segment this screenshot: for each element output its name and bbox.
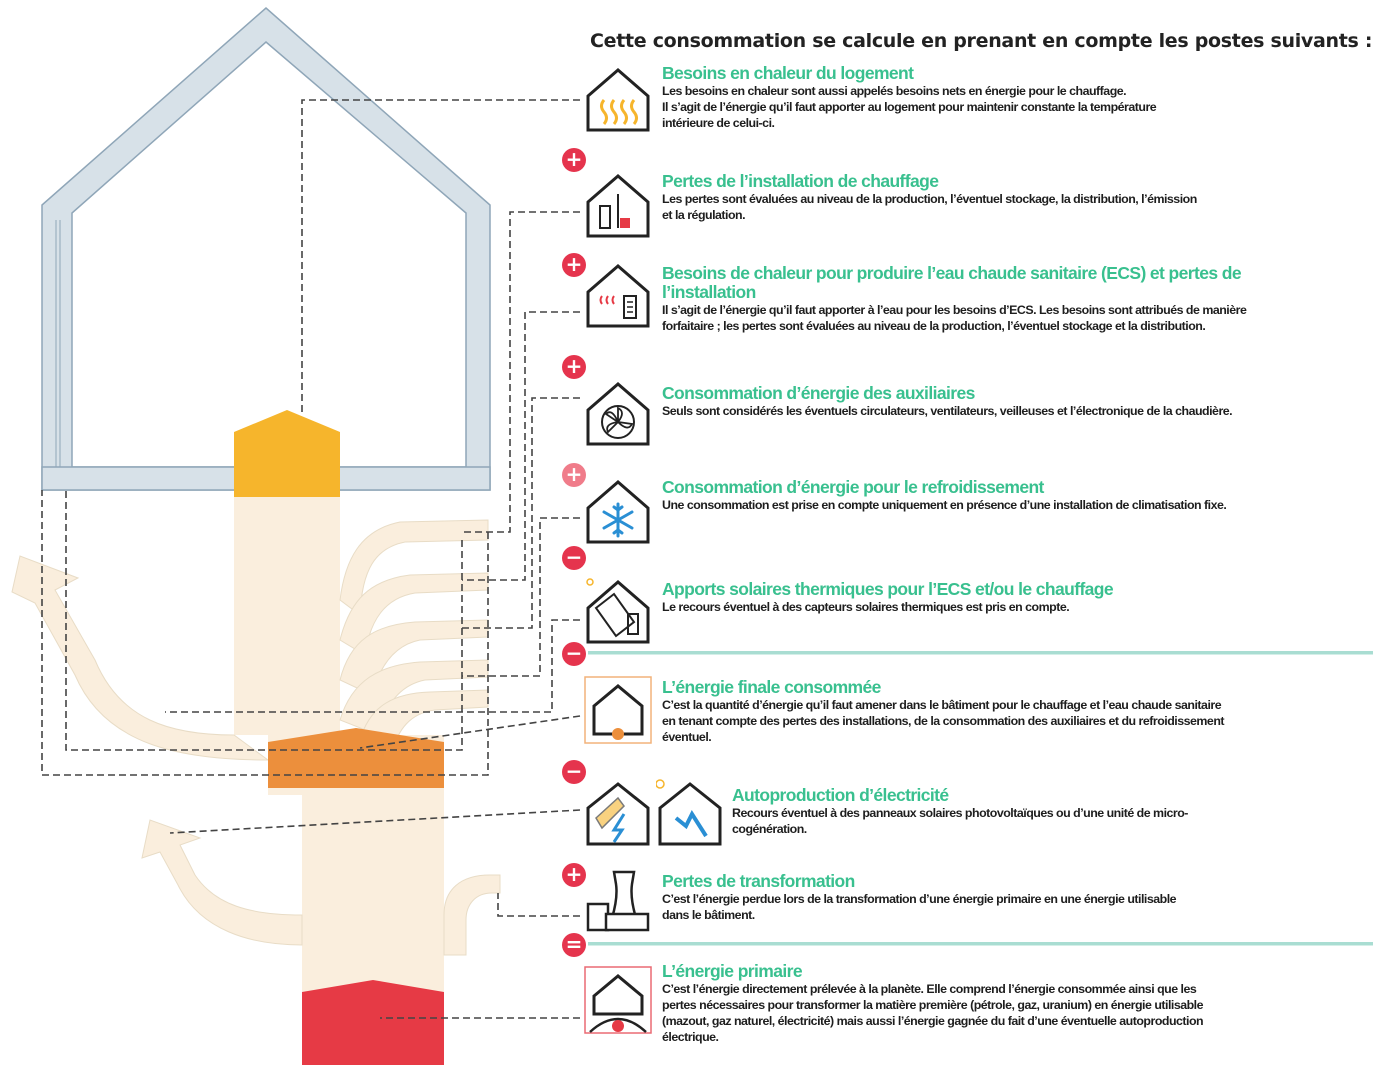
item-title: Besoins en chaleur du logement <box>662 63 914 83</box>
item-title: Besoins de chaleur pour produire l’eau c… <box>662 263 1242 283</box>
item-solar-thermal: Apports solaires thermiques pour l’ECS e… <box>662 580 1374 615</box>
house-snowflake-icon <box>586 480 650 544</box>
plus-operator: + <box>562 463 586 487</box>
item-desc-line: C’est l’énergie perdue lors de la transf… <box>662 892 1177 906</box>
item-desc-line: C’est l’énergie directement prélevée à l… <box>662 982 1197 996</box>
item-desc-line: intérieure de celui-ci. <box>662 116 775 130</box>
item-final-energy: L’énergie finale consommée C’est la quan… <box>662 678 1374 745</box>
plus-operator: + <box>562 253 586 277</box>
house-photovoltaic-icon <box>586 782 650 846</box>
plus-operator: + <box>562 355 586 379</box>
item-title: Consommation d’énergie pour le refroidis… <box>662 477 1044 497</box>
item-desc-line: Seuls sont considérés les éventuels circ… <box>662 404 1233 418</box>
item-desc-line: cogénération. <box>732 822 807 836</box>
item-heating-losses: Pertes de l’installation de chauffage Le… <box>662 172 1362 223</box>
intro-heading: Cette consommation se calcule en prenant… <box>590 30 1373 52</box>
item-title-cont: l’installation <box>662 282 756 302</box>
item-desc-line: forfaitaire ; les pertes sont évaluées a… <box>662 319 1206 333</box>
item-auxiliaries: Consommation d’énergie des auxiliaires S… <box>662 384 1374 419</box>
item-title: Autoproduction d’électricité <box>732 785 949 805</box>
house-primary-energy-icon <box>584 966 652 1034</box>
item-title: Apports solaires thermiques pour l’ECS e… <box>662 579 1114 599</box>
item-heat-needs: Besoins en chaleur du logement Les besoi… <box>662 64 1362 131</box>
plus-operator: + <box>562 863 586 887</box>
house-heat-waves-icon <box>586 68 650 132</box>
minus-operator: − <box>562 760 586 784</box>
house-final-energy-icon <box>584 676 652 744</box>
item-title: L’énergie primaire <box>662 961 803 981</box>
item-desc-line: en tenant compte des pertes des installa… <box>662 714 1225 728</box>
leader-lines <box>41 99 581 1019</box>
item-desc-line: Il s’agit de l’énergie qu’il faut apport… <box>662 303 1247 317</box>
item-desc-line: et la régulation. <box>662 208 746 222</box>
item-cooling: Consommation d’énergie pour le refroidis… <box>662 478 1374 513</box>
item-title: Pertes de transformation <box>662 871 855 891</box>
house-hot-water-icon <box>586 264 650 328</box>
item-title: Pertes de l’installation de chauffage <box>662 171 939 191</box>
house-outline <box>41 7 491 491</box>
item-hot-water: Besoins de chaleur pour produire l’eau c… <box>662 264 1374 334</box>
item-desc-line: éventuel. <box>662 730 712 744</box>
item-desc-line: Une consommation est prise en compte uni… <box>662 498 1227 512</box>
power-plant-icon <box>586 870 650 932</box>
item-desc-line: pertes nécessaires pour transformer la m… <box>662 998 1204 1012</box>
equals-rule <box>588 651 1373 655</box>
house-photovoltaic-icon <box>656 779 722 846</box>
item-desc-line: Le recours éventuel à des capteurs solai… <box>662 600 1070 614</box>
item-title: L’énergie finale consommée <box>662 677 881 697</box>
item-primary-energy: L’énergie primaire C’est l’énergie direc… <box>662 962 1374 1045</box>
house-heating-installation-icon <box>586 174 650 238</box>
item-desc-line: Recours éventuel à des panneaux solaires… <box>732 806 1188 820</box>
item-title: Consommation d’énergie des auxiliaires <box>662 383 975 403</box>
energy-flow <box>11 410 501 1065</box>
minus-operator: = <box>562 933 586 957</box>
minus-operator: − <box>562 546 586 570</box>
item-desc-line: Il s’agit de l’énergie qu’il faut apport… <box>662 100 1157 114</box>
item-desc-line: électrique. <box>662 1030 719 1044</box>
item-desc-line: (mazout, gaz naturel, électricité) mais … <box>662 1014 1204 1028</box>
house-solar-thermal-icon <box>586 578 650 644</box>
minus-operator: − <box>562 642 586 666</box>
equals-rule <box>588 942 1373 946</box>
item-desc-line: C’est la quantité d’énergie qu’il faut a… <box>662 698 1222 712</box>
plus-operator: + <box>562 148 586 172</box>
house-fan-icon <box>586 382 650 446</box>
item-desc-line: dans le bâtiment. <box>662 908 755 922</box>
item-self-production: Autoproduction d’électricité Recours éve… <box>732 786 1372 837</box>
item-desc-line: Les pertes sont évaluées au niveau de la… <box>662 192 1197 206</box>
item-desc-line: Les besoins en chaleur sont aussi appelé… <box>662 84 1127 98</box>
item-transformation-losses: Pertes de transformation C’est l’énergie… <box>662 872 1374 923</box>
